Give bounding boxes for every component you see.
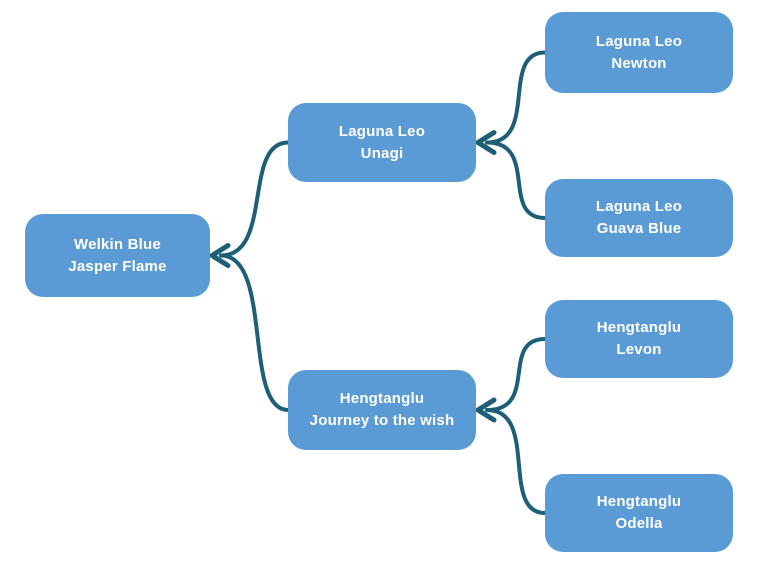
node-label-line: Laguna Leo — [595, 198, 683, 215]
node-hengtanglu-levon[interactable]: Hengtanglu Levon — [545, 300, 733, 378]
connector-parent1-to-root — [219, 140, 290, 258]
connector-gp4-to-parent2 — [485, 408, 547, 515]
connector-parent2-to-root — [219, 253, 290, 412]
node-label-line: Hengtanglu — [339, 390, 425, 407]
node-label-line: Newton — [611, 54, 667, 72]
node-hengtanglu-odella[interactable]: Hengtanglu Odella — [545, 474, 733, 552]
arrowhead-icon — [207, 243, 231, 268]
node-welkin-blue-jasper-flame[interactable]: Welkin Blue Jasper Flame — [25, 214, 210, 297]
connector-gp1-to-parent1 — [485, 50, 547, 145]
node-label-line: Hengtanglu — [596, 493, 682, 510]
node-label-line: Jasper Flame — [68, 257, 167, 275]
node-label-line: Laguna Leo — [338, 122, 426, 140]
arrowhead-icon — [473, 397, 497, 423]
node-label-line: Levon — [616, 341, 662, 358]
node-label-line: Welkin Blue — [74, 235, 161, 253]
connector-gp2-to-parent1 — [485, 140, 547, 220]
node-label-line: Odella — [615, 515, 663, 532]
node-laguna-leo-newton[interactable]: Laguna Leo Newton — [545, 12, 733, 93]
node-laguna-leo-guava-blue[interactable]: Laguna Leo Guava Blue — [545, 179, 733, 257]
node-label-line: Unagi — [360, 144, 404, 162]
node-hengtanglu-journey-to-the-wish[interactable]: Hengtanglu Journey to the wish — [288, 370, 476, 450]
node-label-line: Journey to the wish — [309, 412, 455, 429]
node-label-line: Guava Blue — [596, 220, 682, 237]
node-label-line: Laguna Leo — [595, 32, 683, 50]
connector-gp3-to-parent2 — [485, 337, 547, 412]
node-label-line: Hengtanglu — [596, 319, 682, 336]
node-laguna-leo-unagi[interactable]: Laguna Leo Unagi — [288, 103, 476, 182]
arrowhead-icon — [473, 130, 497, 155]
